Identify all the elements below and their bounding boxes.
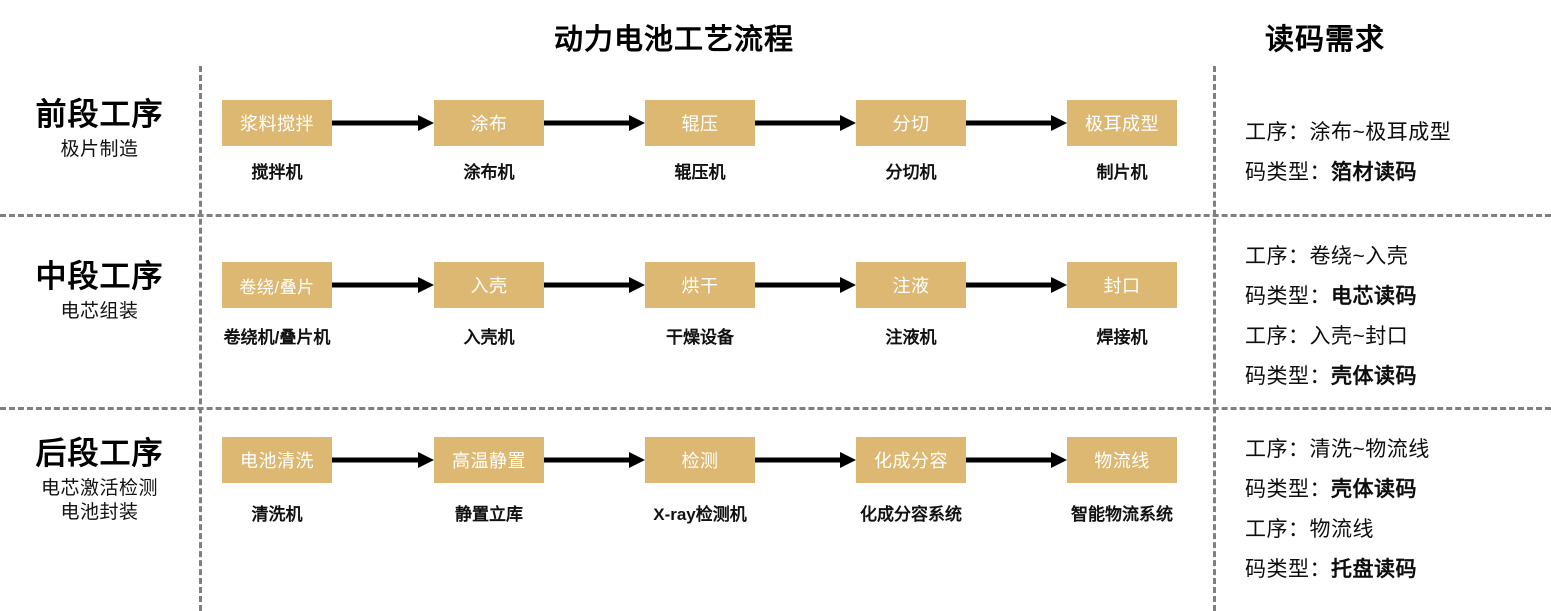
requirement-value: 箔材读码 <box>1331 161 1417 184</box>
process-box[interactable]: 检测 <box>645 437 755 483</box>
requirement-value: 涂布~极耳成型 <box>1309 121 1452 144</box>
arrow-right-icon <box>966 450 1067 470</box>
stage-label-back: 后段工序 电芯激活检测 电池封装 <box>0 436 199 526</box>
divider-vertical-left <box>199 66 202 611</box>
code-type-line: 码类型：电芯读码 <box>1245 280 1417 310</box>
stage-title: 中段工序 <box>35 259 164 294</box>
process-box[interactable]: 卷绕/叠片 <box>222 262 332 308</box>
process-range-line: 工序：卷绕~入壳 <box>1245 240 1408 270</box>
requirement-prefix: 码类型： <box>1245 558 1331 581</box>
equipment-label: 焊接机 <box>1096 328 1148 347</box>
code-type-line: 码类型：壳体读码 <box>1245 473 1417 503</box>
stage-title: 后段工序 <box>35 436 164 471</box>
process-box[interactable]: 涂布 <box>434 100 544 146</box>
code-type-line: 码类型：托盘读码 <box>1245 553 1417 583</box>
process-box[interactable]: 注液 <box>856 262 966 308</box>
divider-horizontal-2 <box>0 407 1551 410</box>
process-range-line: 工序：物流线 <box>1245 513 1374 543</box>
equipment-label: 涂布机 <box>463 163 515 182</box>
process-range-line: 工序：涂布~极耳成型 <box>1245 116 1451 146</box>
requirement-prefix: 码类型： <box>1245 478 1331 501</box>
arrow-right-icon <box>966 113 1067 133</box>
requirement-prefix: 工序： <box>1245 438 1310 461</box>
equipment-label: 辊压机 <box>674 163 726 182</box>
requirement-value: 托盘读码 <box>1331 558 1417 581</box>
stage-subtitle: 电芯激活检测 电池封装 <box>0 477 199 526</box>
equipment-label: 分切机 <box>885 163 937 182</box>
equipment-label: 入壳机 <box>463 328 515 347</box>
arrow-right-icon <box>755 113 856 133</box>
arrow-right-icon <box>332 275 434 295</box>
requirement-value: 壳体读码 <box>1331 478 1417 501</box>
requirement-value: 物流线 <box>1309 518 1374 541</box>
equipment-label: 干燥设备 <box>666 328 734 347</box>
arrow-right-icon <box>544 275 645 295</box>
stage-label-middle: 中段工序 电芯组装 <box>0 259 199 324</box>
equipment-label: 注液机 <box>885 328 937 347</box>
requirement-prefix: 工序： <box>1245 245 1310 268</box>
equipment-label: 清洗机 <box>251 505 303 524</box>
requirement-prefix: 工序： <box>1245 325 1310 348</box>
requirement-prefix: 码类型： <box>1245 161 1331 184</box>
process-range-line: 工序：清洗~物流线 <box>1245 433 1430 463</box>
process-box[interactable]: 辊压 <box>645 100 755 146</box>
page-title-code-requirement: 读码需求 <box>1265 24 1386 56</box>
requirement-prefix: 码类型： <box>1245 365 1331 388</box>
requirement-value: 壳体读码 <box>1331 365 1417 388</box>
equipment-label: 化成分容系统 <box>860 505 962 524</box>
requirement-prefix: 码类型： <box>1245 285 1331 308</box>
process-box[interactable]: 浆料搅拌 <box>222 100 332 146</box>
process-box[interactable]: 极耳成型 <box>1067 100 1177 146</box>
process-box[interactable]: 封口 <box>1067 262 1177 308</box>
stage-title: 前段工序 <box>35 97 164 132</box>
stage-subtitle: 极片制造 <box>60 138 139 160</box>
stage-label-front: 前段工序 极片制造 <box>0 97 199 162</box>
requirement-prefix: 工序： <box>1245 121 1310 144</box>
process-box[interactable]: 高温静置 <box>434 437 544 483</box>
requirement-value: 入壳~封口 <box>1309 325 1409 348</box>
requirement-value: 清洗~物流线 <box>1309 438 1430 461</box>
equipment-label: 制片机 <box>1096 163 1148 182</box>
process-box[interactable]: 电池清洗 <box>222 437 332 483</box>
equipment-label: 智能物流系统 <box>1071 505 1173 524</box>
equipment-label: 静置立库 <box>455 505 523 524</box>
arrow-right-icon <box>544 450 645 470</box>
requirement-prefix: 工序： <box>1245 518 1310 541</box>
requirement-value: 卷绕~入壳 <box>1309 245 1409 268</box>
process-box[interactable]: 入壳 <box>434 262 544 308</box>
arrow-right-icon <box>755 450 856 470</box>
process-box[interactable]: 化成分容 <box>856 437 966 483</box>
divider-vertical-right <box>1213 66 1216 611</box>
equipment-label: X-ray检测机 <box>653 505 747 524</box>
process-box[interactable]: 烘干 <box>645 262 755 308</box>
divider-horizontal-1 <box>0 214 1551 217</box>
arrow-right-icon <box>966 275 1067 295</box>
stage-subtitle-line-1: 电芯激活检测 <box>40 477 158 499</box>
equipment-label: 卷绕机/叠片机 <box>223 328 331 347</box>
code-type-line: 码类型：箔材读码 <box>1245 156 1417 186</box>
page-title-process-flow: 动力电池工艺流程 <box>554 24 795 56</box>
arrow-right-icon <box>332 113 434 133</box>
process-box[interactable]: 分切 <box>856 100 966 146</box>
equipment-label: 搅拌机 <box>251 163 303 182</box>
requirement-value: 电芯读码 <box>1331 285 1417 308</box>
process-range-line: 工序：入壳~封口 <box>1245 320 1408 350</box>
process-box[interactable]: 物流线 <box>1067 437 1177 483</box>
code-type-line: 码类型：壳体读码 <box>1245 360 1417 390</box>
arrow-right-icon <box>544 113 645 133</box>
arrow-right-icon <box>332 450 434 470</box>
arrow-right-icon <box>755 275 856 295</box>
stage-subtitle-line-2: 电池封装 <box>60 502 139 524</box>
stage-subtitle: 电芯组装 <box>60 300 139 322</box>
